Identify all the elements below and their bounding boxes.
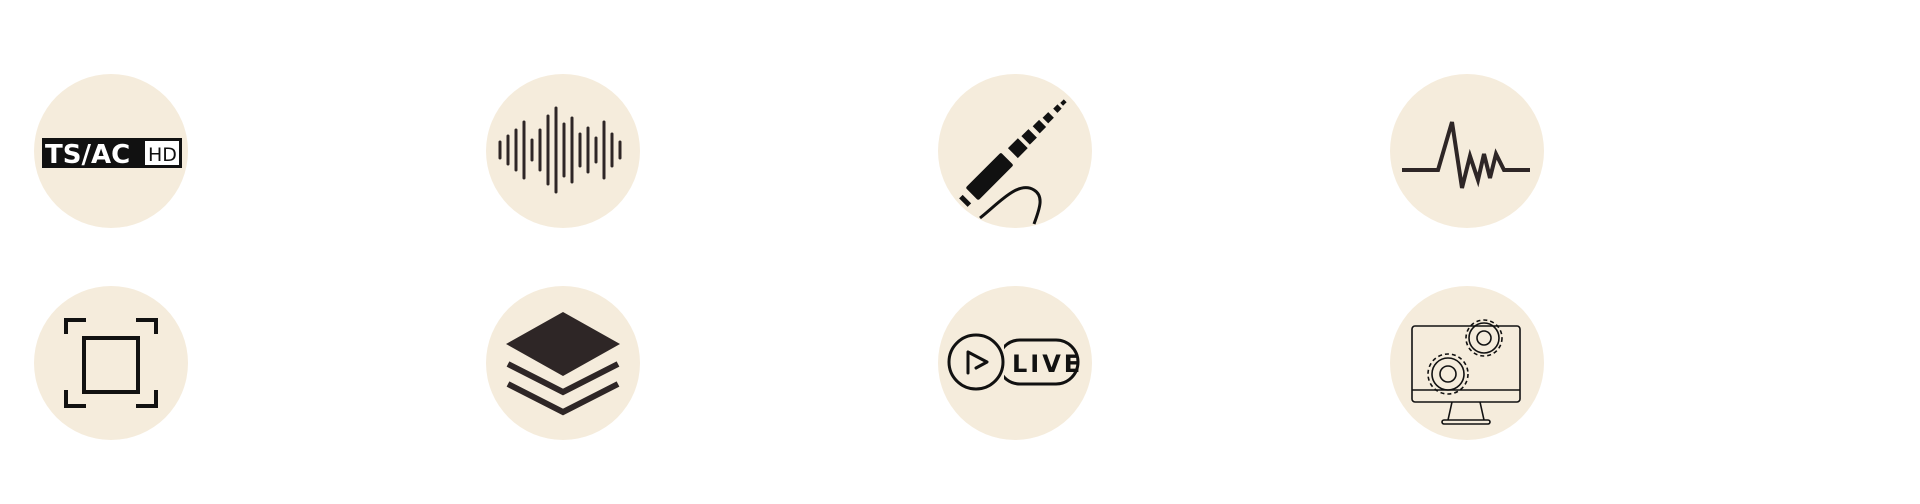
layers-stack-icon — [506, 312, 620, 416]
pulse-line-icon — [1402, 121, 1530, 189]
live-stream-icon: LIVE — [947, 333, 1083, 391]
audio-jack-tile — [938, 74, 1092, 228]
pulse-line-tile — [1390, 74, 1544, 228]
sound-wave-icon — [498, 106, 622, 194]
live-label: LIVE — [1012, 350, 1083, 378]
badge-sub-text: HD — [148, 144, 177, 166]
ts-ac-hd-badge-icon: TS/AC HD — [42, 138, 182, 170]
audio-jack-icon — [959, 99, 1067, 225]
live-stream-tile: LIVE — [938, 286, 1092, 440]
fullscreen-frame-icon — [64, 318, 158, 408]
monitor-gears-tile — [1390, 286, 1544, 440]
ts-ac-hd-badge-tile: TS/AC HD — [34, 74, 188, 228]
monitor-gears-icon — [1411, 319, 1521, 425]
fullscreen-frame-tile — [34, 286, 188, 440]
badge-main-text: TS/AC — [45, 140, 130, 170]
layers-stack-tile — [486, 286, 640, 440]
sound-wave-tile — [486, 74, 640, 228]
